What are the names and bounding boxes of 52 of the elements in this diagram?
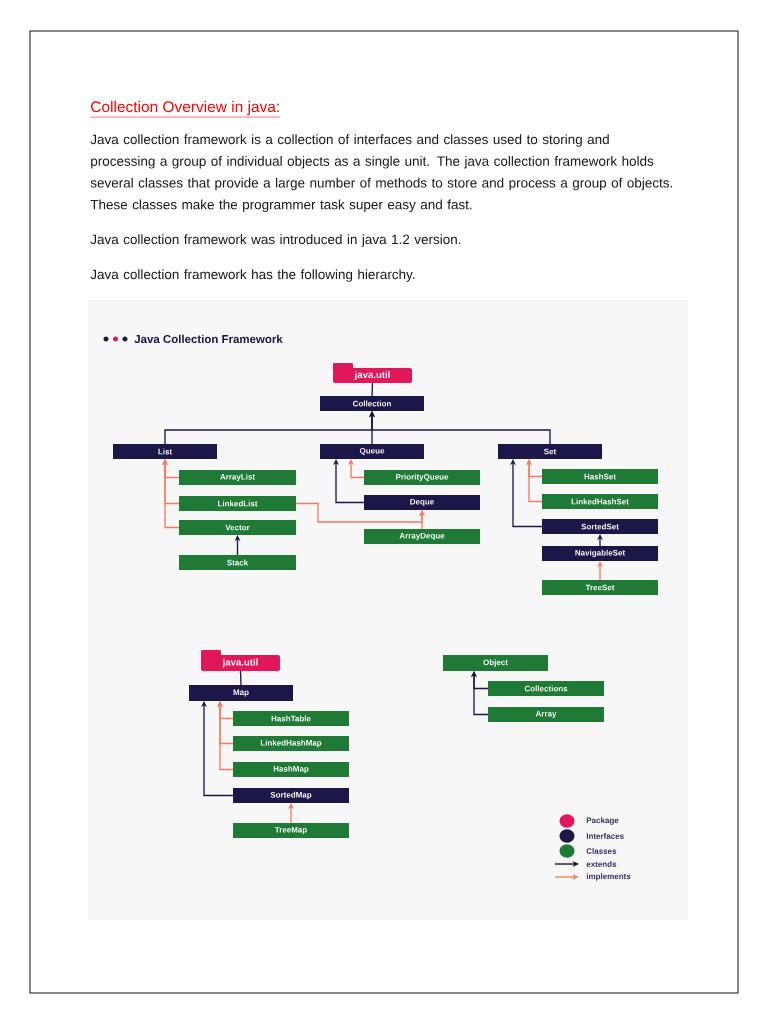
class-box: Collections: [488, 681, 604, 696]
interface-box: Deque: [364, 495, 480, 510]
class-box: Object: [443, 655, 548, 671]
connector-line: [239, 670, 242, 686]
package-folder: java.util: [333, 363, 412, 383]
class-box: LinkedHashSet: [542, 494, 658, 509]
arrow: [217, 701, 234, 771]
interface-box: Set: [498, 444, 602, 459]
legend-label: extends: [586, 861, 617, 867]
interface-box: Queue: [320, 444, 424, 459]
arrow: [201, 701, 234, 797]
arrow: [597, 534, 603, 547]
class-box: Stack: [179, 555, 296, 570]
class-box: HashMap: [233, 762, 349, 777]
legend-label: Interfaces: [586, 833, 624, 839]
interface-box: NavigableSet: [542, 546, 658, 561]
class-box: Vector: [179, 520, 296, 535]
figure-title: Java Collection Framework: [134, 334, 283, 344]
arrow: [288, 803, 294, 824]
arrow: [471, 671, 489, 716]
arrow: [419, 510, 425, 530]
class-box: ArrayList: [179, 470, 296, 485]
interface-box: SortedMap: [233, 788, 349, 803]
class-box: TreeSet: [542, 580, 658, 595]
class-box: PriorityQueue: [364, 470, 480, 485]
paragraph: Java collection framework has the following hierarchy.: [90, 269, 415, 282]
arrow: [162, 459, 180, 529]
arrow: [333, 459, 365, 504]
class-box: LinkedList: [179, 496, 296, 511]
connector-line: [371, 382, 374, 397]
class-box: LinkedHashMap: [233, 736, 349, 751]
arrow: [348, 459, 365, 479]
arrow: [526, 459, 543, 503]
package-folder: java.util: [201, 650, 280, 671]
legend-label: implements: [586, 873, 631, 881]
heading: Collection Overview in java:: [90, 100, 281, 118]
paragraph: Java collection framework was introduced in java 1.2 version.: [90, 234, 461, 247]
class-box: TreeMap: [233, 823, 349, 838]
class-box: HashSet: [542, 469, 658, 484]
legend-label: Package: [586, 817, 619, 825]
paragraph: Java collection framework is a collection of interfaces and classes used to storing and processing a group of individual objects as a single unit. The java collection framework holds several classes that provide a large number of methods to store and process a group of objects. These classes make the programmer task super easy and fast.: [90, 134, 673, 213]
arrow: [369, 411, 551, 445]
class-box: HashTable: [233, 711, 349, 726]
arrow: [510, 459, 543, 528]
class-box: ArrayDeque: [364, 529, 480, 544]
interface-box: Map: [189, 685, 293, 701]
interface-box: SortedSet: [542, 519, 658, 534]
interface-box: List: [113, 444, 217, 459]
arrow: [597, 561, 603, 581]
legend-label: Classes: [586, 848, 617, 854]
interface-box: Collection: [320, 396, 424, 411]
class-box: Array: [488, 707, 604, 722]
